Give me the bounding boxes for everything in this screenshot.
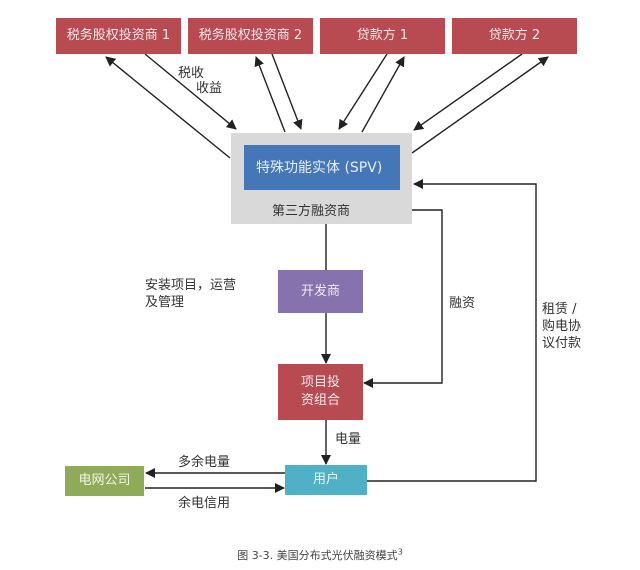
surplus-credit-label: 余电信用 [178, 496, 231, 511]
project-portfolio-box: 项目投 资组合 [278, 364, 363, 420]
lender-1-box: 贷款方 1 [320, 18, 445, 54]
lease-label-line1: 租赁 / [542, 302, 577, 317]
arrow-spv-to-lender1 [361, 56, 405, 133]
tax-label-line1: 税收 [178, 66, 205, 81]
caption-text: 图 3-3. 美国分布式光伏融资模式 [237, 549, 398, 562]
arrow-lender2-to-spv [413, 53, 523, 131]
install-label-line1: 安装项目，运营 [145, 278, 237, 293]
tax-investor-1-label: 税务股权投资商 1 [66, 28, 171, 43]
install-label-line2: 及管理 [145, 295, 185, 310]
developer-box: 开发商 [278, 270, 363, 313]
electricity-label: 电量 [335, 432, 362, 447]
arrow-lender1-to-spv [338, 53, 388, 130]
surplus-power-label: 多余电量 [178, 455, 231, 470]
tax-investor-2-label: 税务股权投资商 2 [198, 28, 303, 43]
lender-2-box: 贷款方 2 [452, 18, 577, 54]
arrow-investor1-to-spv [144, 53, 237, 130]
user-box: 用户 [285, 465, 367, 495]
arrow-spv-to-lender2 [411, 56, 549, 154]
tax-label-line2: 收益 [196, 81, 223, 96]
third-party-financier-label: 第三方融资商 [272, 204, 351, 219]
lender-1-label: 贷款方 1 [356, 28, 409, 43]
tax-investor-1-box: 税务股权投资商 1 [56, 18, 181, 54]
arrow-spv-to-investor2 [254, 56, 286, 133]
spv-label: 特殊功能实体 (SPV) [256, 159, 383, 176]
developer-label: 开发商 [300, 283, 340, 299]
project-portfolio-label-line1: 项目投 [300, 375, 340, 390]
caption-footnote: 3 [397, 547, 403, 557]
spv-box: 特殊功能实体 (SPV) [244, 145, 400, 190]
lease-label-line2: 购电协 [542, 319, 582, 334]
arrow-financing [363, 209, 443, 388]
arrow-lease-payment [367, 179, 537, 482]
figure-caption: 图 3-3. 美国分布式光伏融资模式3 [0, 547, 640, 563]
lender-2-label: 贷款方 2 [488, 28, 541, 43]
financing-label: 融资 [449, 296, 476, 311]
arrow-investor2-to-spv [271, 53, 303, 130]
lease-label-line3: 议付款 [542, 336, 582, 351]
grid-company-box: 电网公司 [65, 466, 144, 496]
tax-investor-2-box: 税务股权投资商 2 [188, 18, 313, 54]
arrow-spv-to-investor1 [105, 56, 231, 159]
user-label: 用户 [312, 472, 339, 487]
project-portfolio-label-line2: 资组合 [300, 393, 340, 408]
grid-company-label: 电网公司 [78, 473, 131, 488]
